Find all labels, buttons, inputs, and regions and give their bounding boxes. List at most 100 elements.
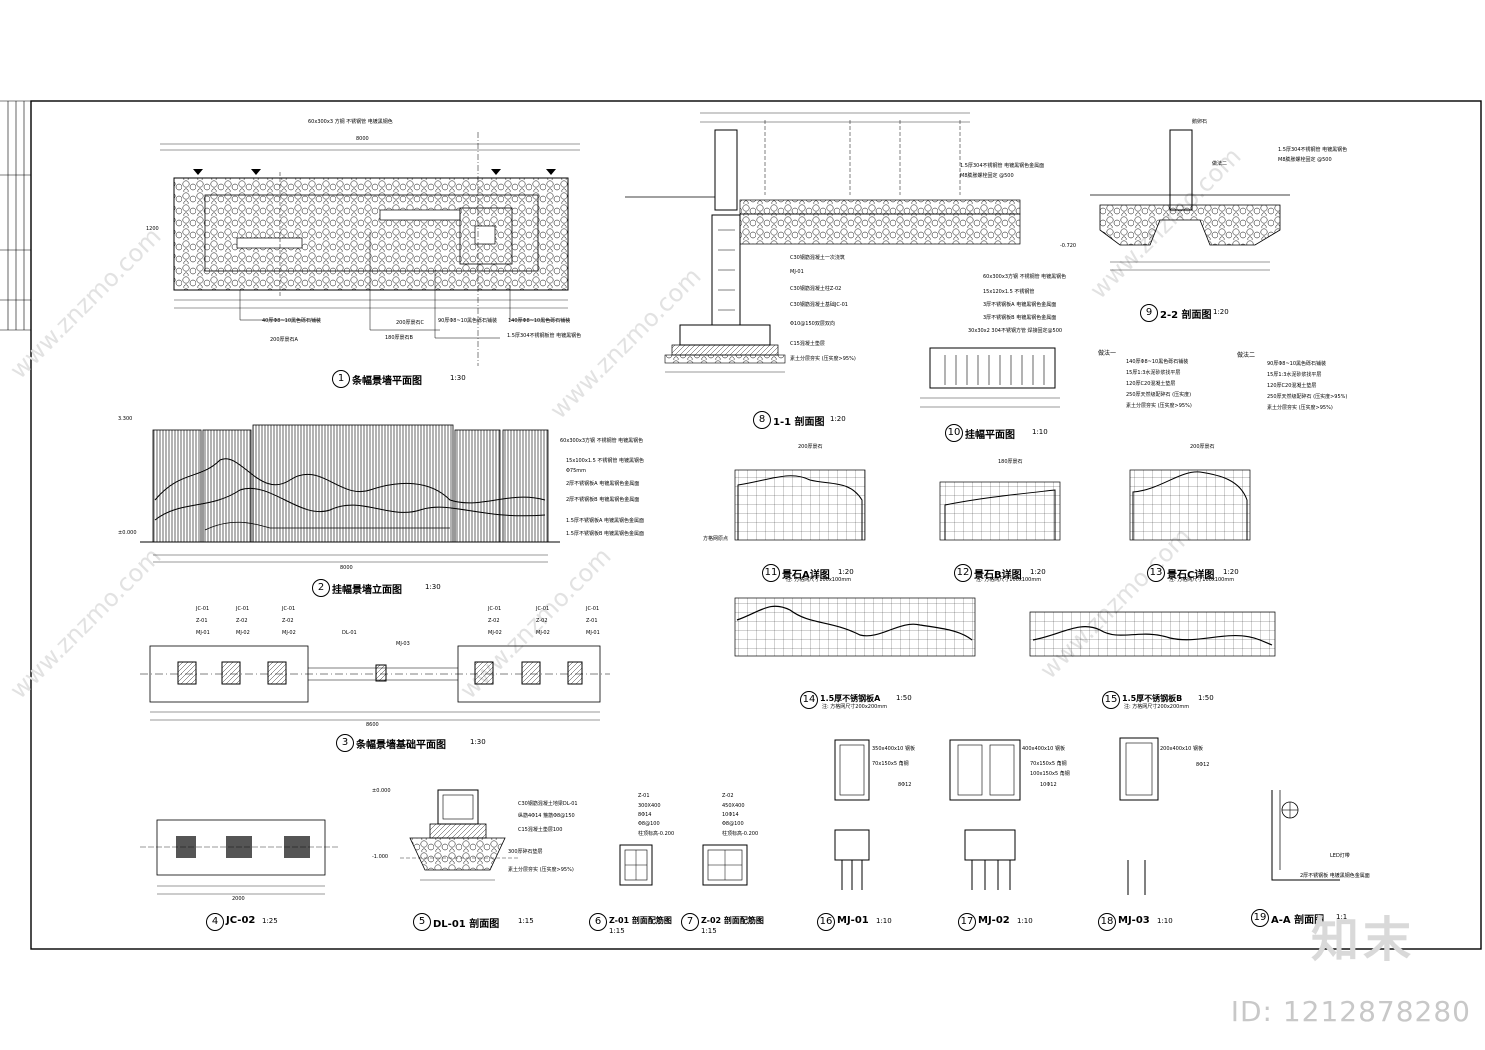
s11-note-7: C15混凝土垫层 <box>790 341 825 347</box>
view-title-16: MJ-01 <box>837 915 869 926</box>
found-label-2: MJ-01 <box>196 630 210 636</box>
s22-note-3: 做法二 <box>1212 161 1228 167</box>
legend1-0: 140厚Φ8~10黑色砾石铺装 <box>1126 359 1189 365</box>
elev-span: 8000 <box>340 565 353 571</box>
sheet-border <box>30 100 1482 950</box>
plan-note-b: 40厚Φ8~10黑色砾石铺装 <box>262 318 322 324</box>
plate-a-sub: 注: 方格网尺寸200x200mm <box>822 704 888 710</box>
found-label-9: DL-01 <box>342 630 357 636</box>
found-label-10: MJ-03 <box>396 641 410 647</box>
view-scale-7: 1:15 <box>701 927 717 935</box>
view-title-13: 景石C详图 <box>1167 570 1215 581</box>
dl-note-3: 300厚碎石垫层 <box>508 849 543 855</box>
dl-note-2: C15混凝土垫层100 <box>518 827 563 833</box>
section-1-1 <box>625 112 1021 373</box>
legend2-3: 250厚天然级配碎石 (压实度>95%) <box>1267 394 1348 400</box>
svg-text:www.znzmo.com: www.znzmo.com <box>4 542 166 704</box>
view-num-13: 13 <box>1147 564 1165 582</box>
svg-text:www.znzmo.com: www.znzmo.com <box>4 222 166 384</box>
stone-c-label: 200厚景石 <box>1190 444 1215 450</box>
found-label-15: Z-02 <box>536 618 548 624</box>
found-label-7: Z-02 <box>282 618 294 624</box>
watermark-id: ID: 1212878280 <box>1230 995 1471 1028</box>
elev-note-4: 2厚不锈钢板B 电镀黑钢色金属面 <box>566 497 640 503</box>
dl-note-4: 素土分层夯实 (压实度>95%) <box>508 867 574 873</box>
section-2-2 <box>1090 129 1290 271</box>
view-num-11: 11 <box>762 564 780 582</box>
dl-note-1: 纵筋4Φ14 箍筋Φ8@150 <box>518 813 575 819</box>
elev-note-6: 1.5厚不锈钢板B 电镀黑钢色金属面 <box>566 531 644 537</box>
elev-note-3: 2厚不锈钢板A 电镀黑钢色金属面 <box>566 481 640 487</box>
elev-note-5: 1.5厚不锈钢板A 电镀黑钢色金属面 <box>566 518 644 524</box>
found-total: 8600 <box>366 722 379 728</box>
view-title-17: MJ-02 <box>978 915 1010 926</box>
jc02-width: 2000 <box>232 896 245 902</box>
rod-plan <box>920 347 1060 408</box>
svg-text:www.znzmo.com: www.znzmo.com <box>1034 522 1196 684</box>
aa-note-0: LED灯带 <box>1330 853 1350 859</box>
view-num-6: 6 <box>589 913 607 931</box>
view-num-9: 9 <box>1140 304 1158 322</box>
dl01-section <box>400 789 520 881</box>
plan-note-a: 60x300x3 方钢 不锈钢管 电镀黑钢色 <box>308 119 393 125</box>
view-scale-6: 1:15 <box>609 927 625 935</box>
s22-note-1: 1.5厚304不锈钢管 电镀黑钢色 <box>1278 147 1348 153</box>
mj1-note-b: 70x150x5 角钢 <box>872 761 909 767</box>
view-scale-14: 1:50 <box>896 694 912 702</box>
mj3-note-a: 200x400x10 钢板 <box>1160 746 1203 752</box>
view-num-7: 7 <box>681 913 699 931</box>
plan-view <box>160 132 580 366</box>
z02-head: Z-02 <box>722 793 734 799</box>
view-title-19: A-A 剖面图 <box>1271 915 1325 926</box>
mj3-note-b: 8Φ12 <box>1196 762 1210 768</box>
s11-note-1: M8膨胀螺栓固定 @500 <box>960 173 1014 179</box>
view-scale-13: 1:20 <box>1223 568 1239 576</box>
stone-b-label: 180厚景石 <box>998 459 1023 465</box>
view-scale-12: 1:20 <box>1030 568 1046 576</box>
steel-plates <box>734 597 1276 657</box>
view-scale-2: 1:30 <box>425 583 441 591</box>
view-scale-1: 1:30 <box>450 374 466 382</box>
view-title-8: 1-1 剖面图 <box>773 417 825 428</box>
mj2-note-a: 400x400x10 钢板 <box>1022 746 1065 752</box>
mj2-note-d: 10Φ12 <box>1040 782 1057 788</box>
found-label-13: MJ-02 <box>488 630 502 636</box>
view-title-7: Z-02 剖面配筋图 <box>701 916 764 925</box>
legend1-4: 素土分层夯实 (压实度>95%) <box>1126 403 1192 409</box>
view-scale-18: 1:10 <box>1157 917 1173 925</box>
elev-zero: ±0.000 <box>118 530 137 536</box>
z02-l2: 10Φ14 <box>722 812 739 818</box>
elev-top: 3.300 <box>118 416 133 422</box>
z02-section <box>702 844 748 886</box>
view-title-15: 1.5厚不锈钢板B <box>1122 694 1183 703</box>
view-title-4: JC-02 <box>226 915 256 926</box>
view-title-6: Z-01 剖面配筋图 <box>609 916 672 925</box>
s11-note-4: C30钢筋混凝土柱Z-02 <box>790 286 842 292</box>
view-title-12: 景石B详图 <box>974 570 1022 581</box>
view-num-17: 17 <box>958 913 976 931</box>
rod-note-0: 60x300x3方钢 不锈钢管 电镀黑钢色 <box>983 274 1067 280</box>
mj1-note-c: 8Φ12 <box>898 782 912 788</box>
plan-note-f: 1.5厚304不锈钢板管 电镀黑钢色 <box>507 333 582 339</box>
z01-section <box>619 844 653 886</box>
elev-note-1: 15x100x1.5 不锈钢管 电镀黑钢色 <box>566 458 644 464</box>
legend1-title: 做法一 <box>1098 350 1117 357</box>
stone-details <box>734 469 1251 541</box>
view-scale-16: 1:10 <box>876 917 892 925</box>
z02-l4: 柱顶标高-0.200 <box>722 831 759 837</box>
view-num-5: 5 <box>413 913 431 931</box>
dl-elev-zero: ±0.000 <box>372 788 391 794</box>
rod-note-1: 15x120x1.5 不锈钢管 <box>983 289 1035 295</box>
view-scale-15: 1:50 <box>1198 694 1214 702</box>
jc02-plan <box>140 819 340 895</box>
found-label-0: JC-01 <box>196 606 210 612</box>
mj2-note-b: 70x150x5 角钢 <box>1030 761 1067 767</box>
found-label-3: JC-01 <box>236 606 250 612</box>
view-title-18: MJ-03 <box>1118 915 1150 926</box>
s11-note-6: Φ10@150双层双向 <box>790 321 835 327</box>
view-title-9: 2-2 剖面图 <box>1160 310 1212 321</box>
z01-l2: 8Φ14 <box>638 812 652 818</box>
found-label-8: MJ-02 <box>282 630 296 636</box>
plan-note-d: 200厚景石C <box>396 320 425 326</box>
plan-note-h: 90厚Φ8~10黑色砾石铺装 <box>438 318 498 324</box>
